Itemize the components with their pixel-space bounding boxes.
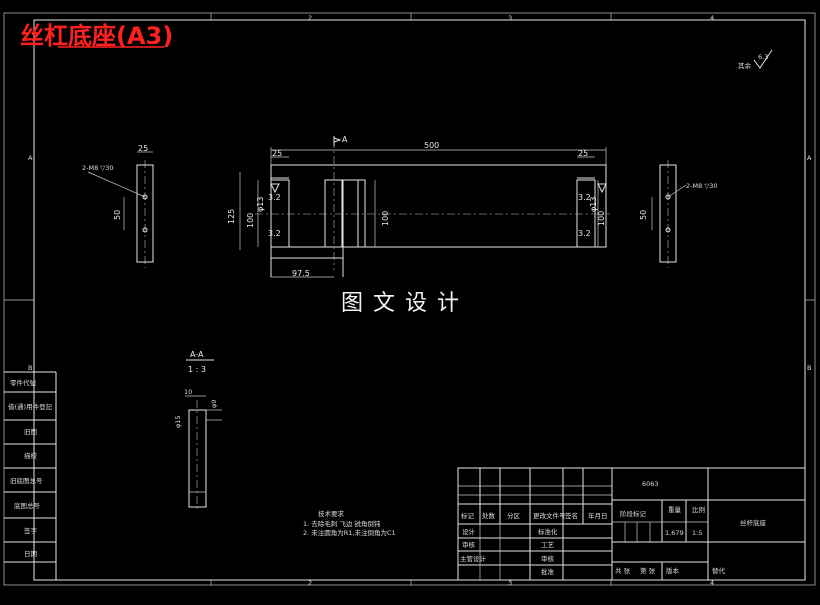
drawing-title: 丝杠底座(A3) bbox=[20, 22, 173, 50]
zone-bottom-4: 4 bbox=[710, 579, 714, 587]
dim-end-width-left: 25 bbox=[272, 149, 282, 158]
roughness-symbol: 其余 6.3 bbox=[738, 49, 773, 70]
finish-bottom-right: 3.2 bbox=[578, 229, 591, 238]
strip-1: 零件代號 bbox=[10, 378, 37, 387]
strip-5: 旧底图总号 bbox=[10, 476, 43, 485]
dim-overall-height: 125 bbox=[227, 209, 236, 224]
tb-sheets-total: 共 张 bbox=[615, 566, 631, 575]
dim-left-spacing: 50 bbox=[113, 210, 122, 220]
tb-material: 6063 bbox=[642, 480, 659, 488]
tb-check-approve: 批准 bbox=[541, 567, 555, 576]
tb-header-sign: 签名 bbox=[565, 511, 578, 520]
dim-center: φ13 bbox=[256, 197, 265, 212]
main-view: 500 25 25 A 125 100 φ13 100 100 φ13 3.2 … bbox=[227, 135, 610, 278]
tb-header-date: 年月日 bbox=[588, 511, 608, 520]
tb-replaces: 替代 bbox=[712, 566, 726, 575]
finish-bottom-left: 3.2 bbox=[268, 229, 281, 238]
left-view: 25 2-M8 ▽30 50 bbox=[82, 144, 154, 268]
tb-role-design: 设计 bbox=[462, 527, 476, 536]
tb-check-process: 工艺 bbox=[541, 541, 555, 549]
zone-right-a: A bbox=[807, 154, 812, 162]
section-marker: A bbox=[342, 135, 348, 144]
zone-top-2: 2 bbox=[308, 14, 312, 22]
zone-left-b: B bbox=[28, 364, 32, 372]
dim-overall-length: 500 bbox=[424, 141, 439, 150]
section-label: A-A bbox=[190, 350, 204, 359]
dim-right-center: φ13 bbox=[589, 197, 598, 212]
strip-2: 借(通)用件登記 bbox=[8, 402, 53, 411]
left-strip: 零件代號 借(通)用件登記 旧图 描校 旧底图总号 底图总号 签字 日期 bbox=[4, 371, 57, 580]
tb-header-mark: 标记 bbox=[461, 511, 475, 520]
dim-end-width-right: 25 bbox=[578, 149, 588, 158]
tech-heading: 技术要求 bbox=[318, 509, 345, 518]
tb-version: 版本 bbox=[666, 566, 680, 575]
tb-stage-label: 阶段标记 bbox=[620, 509, 647, 518]
svg-text:6.3: 6.3 bbox=[758, 53, 768, 61]
hole-label-right: 2-M8 ▽30 bbox=[686, 182, 718, 190]
strip-7: 签字 bbox=[24, 526, 38, 535]
watermark-text: 图文设计 bbox=[341, 291, 469, 316]
tb-scale-value: 1:5 bbox=[692, 529, 702, 537]
title-block: 标记 处数 分区 更改文件号 签名 年月日 设计 审核 主管设计 标准化 工艺 … bbox=[457, 467, 806, 581]
strip-8: 日期 bbox=[24, 550, 38, 558]
tb-check-std: 标准化 bbox=[538, 527, 558, 536]
dim-hole-spacing: 100 bbox=[246, 213, 255, 228]
tb-sheet-no: 第 张 bbox=[640, 566, 656, 575]
tb-weight-label: 重量 bbox=[668, 506, 682, 514]
tb-check-review: 审核 bbox=[541, 554, 555, 563]
strip-3: 旧图 bbox=[24, 428, 37, 436]
zone-right-b: B bbox=[807, 364, 811, 372]
tb-role-lead: 主管设计 bbox=[460, 554, 487, 563]
dim-section-bore: φ15 bbox=[174, 415, 182, 428]
dim-left-width: 25 bbox=[138, 144, 148, 153]
tb-role-review: 审核 bbox=[462, 540, 476, 549]
zone-bottom-2: 2 bbox=[308, 579, 312, 587]
tb-part-name: 丝杆底座 bbox=[740, 518, 767, 527]
finish-top-left: 3.2 bbox=[268, 193, 281, 202]
tb-header-count: 处数 bbox=[482, 511, 496, 520]
section-view: A-A 1 : 3 10 φ9 φ15 bbox=[174, 350, 222, 512]
zone-top-4: 4 bbox=[710, 14, 714, 22]
zone-bottom-3: 3 bbox=[508, 579, 512, 587]
outer-frame bbox=[3, 12, 816, 586]
dim-support-height: 100 bbox=[381, 211, 390, 226]
tb-weight-value: 1.679 bbox=[665, 529, 684, 537]
zone-top-3: 3 bbox=[508, 14, 512, 22]
dim-right-spacing: 100 bbox=[597, 211, 606, 226]
right-view: 2-M8 ▽30 50 bbox=[639, 160, 718, 268]
zone-left-a: A bbox=[28, 154, 33, 162]
dim-offset: 97.5 bbox=[292, 269, 310, 278]
dim-right-view-spacing: 50 bbox=[639, 210, 648, 220]
strip-4: 描校 bbox=[24, 451, 38, 460]
finish-top-right: 3.2 bbox=[578, 193, 591, 202]
tb-header-zone: 分区 bbox=[507, 511, 521, 520]
tech-requirements: 技术要求 1. 去除毛刺 飞边 锐角倒钝 2. 未注圆角为R1,未注倒角为C1 bbox=[303, 509, 396, 537]
hole-label-left: 2-M8 ▽30 bbox=[82, 164, 114, 172]
section-scale: 1 : 3 bbox=[188, 365, 206, 374]
tech-item-2: 2. 未注圆角为R1,未注倒角为C1 bbox=[303, 528, 396, 537]
dim-section-width: 10 bbox=[184, 388, 192, 396]
dim-section-diameter: φ9 bbox=[210, 400, 218, 408]
tb-header-doc: 更改文件号 bbox=[533, 511, 566, 520]
svg-text:其余: 其余 bbox=[738, 61, 752, 70]
tb-scale-label: 比例 bbox=[692, 505, 705, 514]
tech-item-1: 1. 去除毛刺 飞边 锐角倒钝 bbox=[303, 519, 381, 528]
strip-6: 底图总号 bbox=[14, 501, 41, 510]
